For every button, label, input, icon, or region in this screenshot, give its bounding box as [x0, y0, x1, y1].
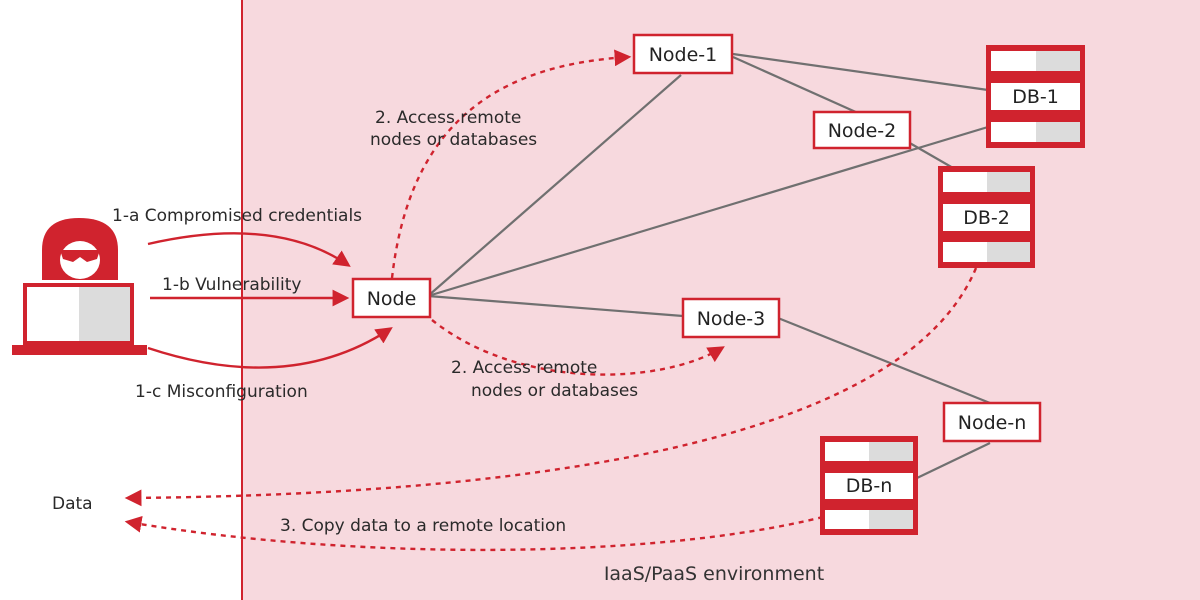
- node-2-label: Node-2: [828, 120, 897, 142]
- node-2: Node-2: [812, 110, 912, 150]
- connector-noden-dbn: [916, 442, 991, 479]
- connector-node-node3: [427, 294, 684, 318]
- connector-node1-db1: [732, 52, 989, 92]
- database-db2-label: DB-2: [963, 207, 1010, 229]
- node-entry-label: Node: [367, 288, 417, 310]
- node-3: Node-3: [681, 297, 781, 339]
- database-db1-icon: DB-1: [986, 45, 1085, 148]
- access-step-label-lower-line2: nodes or databases: [471, 381, 638, 401]
- environment-label: IaaS/PaaS environment: [604, 563, 824, 585]
- connector-lines: [427, 52, 991, 479]
- access-step-label-upper-line2: nodes or databases: [370, 130, 537, 150]
- database-dbn-icon: DB-n: [820, 436, 918, 535]
- copy-step-label: 3. Copy data to a remote location: [280, 516, 566, 536]
- node-n: Node-n: [942, 401, 1042, 443]
- arrow-access-node3: [431, 319, 725, 376]
- connector-node1-node2: [732, 55, 859, 115]
- arrow-misconfiguration: [147, 327, 393, 369]
- node-n-label: Node-n: [958, 412, 1027, 434]
- connector-node3-noden: [777, 316, 991, 405]
- connector-node-db1: [427, 125, 989, 298]
- node-1: Node-1: [632, 33, 734, 75]
- access-step-label-lower-line1: 2. Access remote: [451, 358, 597, 378]
- data-destination-label: Data: [52, 494, 93, 514]
- dashed-flow-arrows: [124, 49, 978, 552]
- database-db2-icon: DB-2: [938, 166, 1035, 268]
- connector-node-node1: [427, 74, 682, 297]
- arrow-compromised-credentials: [147, 232, 351, 267]
- database-db1-label: DB-1: [1012, 86, 1059, 108]
- vector-label-compromised-credentials: 1-a Compromised credentials: [112, 206, 362, 226]
- database-dbn-label: DB-n: [846, 475, 893, 497]
- node-entry: Node: [351, 277, 432, 319]
- arrow-copy-from-dbn: [124, 515, 824, 552]
- attack-vector-arrows: [147, 232, 393, 369]
- access-step-label-upper-line1: 2. Access remote: [375, 108, 521, 128]
- hacker-at-laptop-icon: [12, 218, 147, 355]
- vector-label-vulnerability: 1-b Vulnerability: [162, 275, 301, 295]
- node-3-label: Node-3: [697, 308, 766, 330]
- vector-label-misconfiguration: 1-c Misconfiguration: [135, 382, 308, 402]
- node-1-label: Node-1: [649, 44, 718, 66]
